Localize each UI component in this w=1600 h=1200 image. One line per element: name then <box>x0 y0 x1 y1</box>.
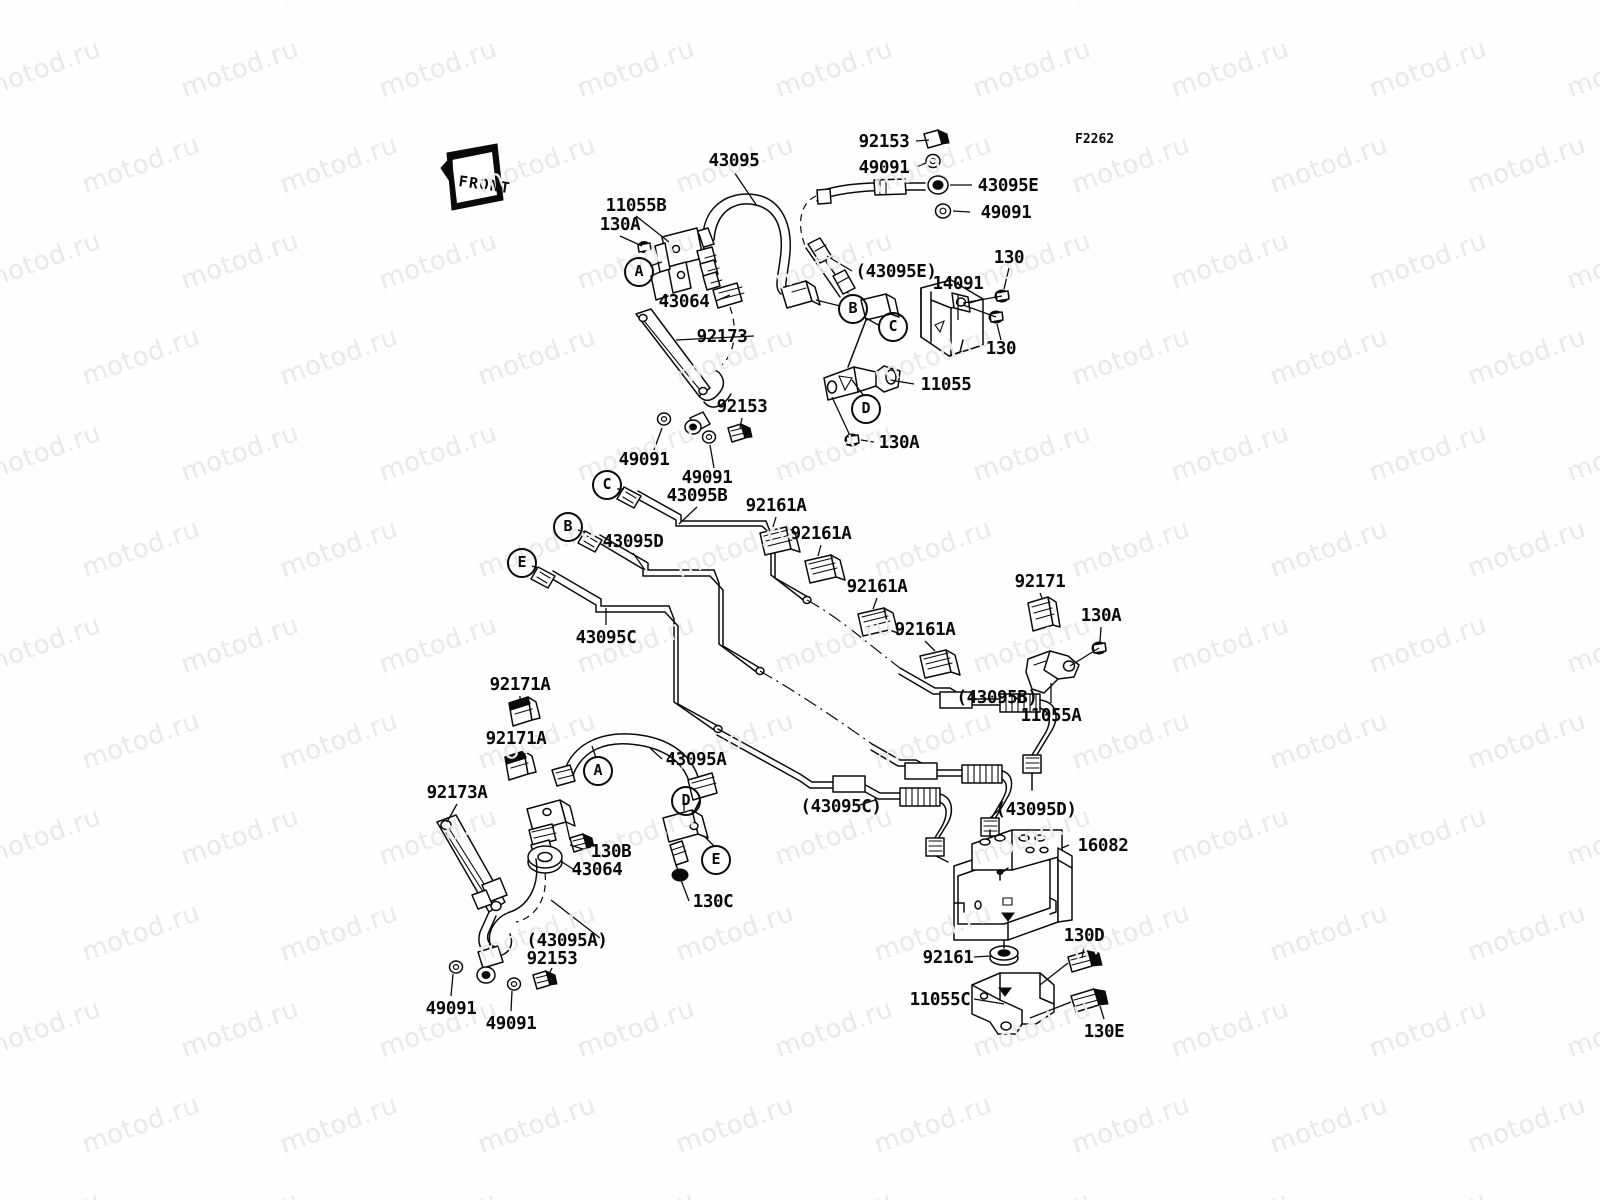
hose-43095D-braided <box>961 764 1013 837</box>
part-label-92161a: 92161A <box>790 524 852 544</box>
part-label-43095b: (43095B) <box>956 688 1038 708</box>
part-label-11055b: 11055B <box>605 196 667 216</box>
bolts-130-cover <box>962 289 1010 324</box>
part-label-92153: 92153 <box>858 132 910 152</box>
assembly-brake-pipes <box>530 486 1107 857</box>
part-label-11055: 11055 <box>920 375 972 395</box>
bracket-11055 <box>823 319 901 401</box>
clamp-92171A-1 <box>508 696 541 727</box>
callout-d3: D <box>671 786 701 816</box>
part-label-49091: 49091 <box>485 1014 537 1034</box>
part-label-11055a: 11055A <box>1020 706 1082 726</box>
part-label-49091: 49091 <box>681 468 733 488</box>
part-label-130c: 130C <box>692 892 734 912</box>
callout-b1: B <box>838 294 868 324</box>
cover-14091 <box>920 279 984 357</box>
banjo-cluster-bottom-left <box>448 960 558 991</box>
part-label-43095b: 43095B <box>666 486 728 506</box>
part-label-43095e: (43095E) <box>855 262 937 282</box>
bolt-130A-bracket <box>831 396 860 447</box>
clamp-92161A-4 <box>919 649 961 679</box>
bolt-130C <box>669 840 689 882</box>
part-label-43095a: 43095A <box>665 750 727 770</box>
callout-e2: E <box>507 548 537 578</box>
part-label-130a: 130A <box>1080 606 1122 626</box>
part-label-92161a: 92161A <box>894 620 956 640</box>
part-label-130: 130 <box>985 339 1017 359</box>
clamp-92161A-1 <box>759 526 801 556</box>
bolt-130E <box>1029 988 1109 1019</box>
clamp-92173 <box>635 308 711 397</box>
part-label-92161a: 92161A <box>846 577 908 597</box>
part-label-43095d: (43095D) <box>995 800 1077 820</box>
part-label-92173: 92173 <box>696 327 748 347</box>
callout-c1: C <box>878 312 908 342</box>
damper-92161 <box>989 939 1019 966</box>
callout-a1: A <box>624 257 654 287</box>
part-label-130e: 130E <box>1083 1022 1125 1042</box>
bolt-130B <box>565 821 595 853</box>
clamp-92161A-2 <box>804 554 846 584</box>
callout-b2: B <box>553 512 583 542</box>
assembly-rear-hose-and-cover <box>799 129 1010 447</box>
part-label-43095d: 43095D <box>602 532 664 552</box>
part-label-92161a: 92161A <box>745 496 807 516</box>
part-label-92171a: 92171A <box>485 729 547 749</box>
assembly-front-brake-hose <box>635 193 821 444</box>
hose-43095C-braided <box>899 787 953 857</box>
callout-d1: D <box>851 394 881 424</box>
part-label-43095e: 43095E <box>977 176 1039 196</box>
part-label-49091: 49091 <box>425 999 477 1019</box>
part-label-130b: 130B <box>590 842 632 862</box>
part-label-49091: 49091 <box>618 450 670 470</box>
clamp-92161A-3 <box>857 607 899 637</box>
part-label-14091: 14091 <box>932 274 984 294</box>
part-label-130a: 130A <box>599 215 641 235</box>
clamp-92171A-2 <box>504 750 537 781</box>
part-label-92171a: 92171A <box>489 675 551 695</box>
part-label-11055c: 11055C <box>909 990 971 1010</box>
part-label-43064: 43064 <box>658 292 710 312</box>
banjo-cluster-mid-left <box>656 411 753 444</box>
part-label-92171: 92171 <box>1014 572 1066 592</box>
callout-c2: C <box>592 470 622 500</box>
banjo-cluster-top-right <box>923 129 952 219</box>
part-label-43064: 43064 <box>571 860 623 880</box>
part-label-49091: 49091 <box>980 203 1032 223</box>
hose-43095B-braided <box>999 693 1057 791</box>
part-label-92161: 92161 <box>922 948 974 968</box>
bolt-130A-11055A <box>1069 641 1107 667</box>
part-label-130a: 130A <box>878 433 920 453</box>
assembly-abs-unit <box>935 829 1109 1035</box>
callout-a3: A <box>583 756 613 786</box>
part-label-92173a: 92173A <box>426 783 488 803</box>
diagram-code-label: F2262 <box>1075 132 1115 147</box>
assembly-lower-hose <box>436 696 718 991</box>
part-label-16082: 16082 <box>1077 836 1129 856</box>
bracket-11055A <box>1025 650 1080 694</box>
part-label-49091: 49091 <box>858 158 910 178</box>
callout-e3: E <box>701 845 731 875</box>
part-label-130d: 130D <box>1063 926 1105 946</box>
bracket-11055C <box>971 972 1055 1035</box>
part-label-92153: 92153 <box>526 949 578 969</box>
bolt-130D <box>1039 950 1103 986</box>
part-label-43095: 43095 <box>708 151 760 171</box>
clamp-92171 <box>1027 596 1061 632</box>
part-label-43095c: (43095C) <box>800 797 882 817</box>
part-label-130: 130 <box>993 248 1025 268</box>
part-label-43095a: (43095A) <box>526 931 608 951</box>
part-label-92153: 92153 <box>716 397 768 417</box>
part-label-43095c: 43095C <box>575 628 637 648</box>
